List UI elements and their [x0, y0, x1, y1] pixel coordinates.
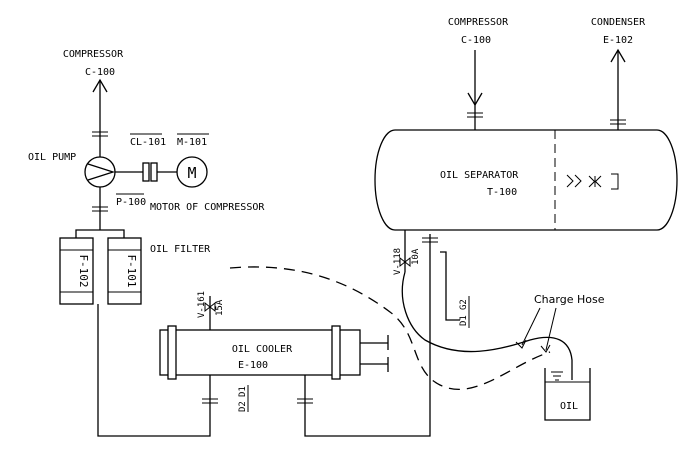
motor-letter: M — [187, 164, 196, 182]
coupling-half — [150, 162, 158, 182]
leader-line — [545, 307, 557, 351]
filter-f102 — [59, 237, 94, 305]
g2-label: G2 — [459, 299, 469, 310]
valve-118-tag: V-118 — [393, 248, 403, 275]
arrow-icon — [515, 339, 527, 349]
oil-pump-label: OIL PUMP — [28, 152, 76, 163]
demister-icon — [566, 174, 582, 188]
valve-161-tag: V-161 — [197, 291, 207, 318]
cooler-tag: E-100 — [238, 360, 268, 371]
oil-container: OIL — [544, 368, 591, 421]
separator-sample-line — [440, 251, 460, 321]
charge-hoses: Charge Hose — [229, 266, 605, 391]
cooler-to-separator-line — [304, 234, 431, 437]
valve-161-size: 15A — [215, 299, 225, 316]
filter-to-cooler-line — [97, 304, 211, 437]
filter-f101 — [107, 237, 142, 305]
coupling-half — [142, 162, 150, 182]
separator-tag: T-100 — [487, 187, 517, 198]
oil-return-piping: D2 D1 — [97, 234, 438, 437]
valve-118-size: 10A — [411, 248, 421, 265]
separator-drain: V-118 10A G2 D1 — [393, 230, 470, 328]
oil-filter-label: OIL FILTER — [150, 244, 211, 255]
filter-manifold — [75, 229, 125, 238]
arrow-icon — [540, 344, 551, 353]
arrow-down-icon — [467, 92, 483, 107]
motor-tag: M-101 — [177, 137, 207, 148]
charge-hose-solid — [401, 271, 573, 380]
arrow-up-icon — [610, 48, 626, 63]
compressor-left-tag: C-100 — [85, 67, 115, 78]
condenser-tag: E-102 — [603, 35, 633, 46]
pump-tag: P-100 — [116, 197, 146, 208]
cooler-flange — [331, 325, 341, 380]
oil-separator-vessel — [374, 129, 678, 231]
oil-container-label: OIL — [560, 401, 578, 412]
oil-cooler-label: OIL COOLER — [232, 344, 293, 355]
motor-desc: MOTOR OF COMPRESSOR — [150, 202, 265, 213]
liquid-level-icon — [551, 371, 563, 381]
arrow-up-icon — [92, 78, 108, 93]
filter-b-tag: F-101 — [125, 254, 138, 287]
oil-container-outline — [544, 368, 591, 421]
pump-symbol — [84, 156, 116, 188]
charge-hose-label: Charge Hose — [534, 293, 605, 306]
demister-icon — [611, 173, 619, 190]
d2-label: D2 — [238, 401, 248, 412]
d1-label: D1 — [459, 315, 469, 326]
leader-line — [521, 307, 541, 346]
d1-label: D1 — [238, 386, 248, 397]
oil-separator: OIL SEPARATOR T-100 — [374, 129, 678, 231]
valve-v118-icon — [399, 256, 411, 268]
compressor-top-name: COMPRESSOR — [448, 17, 509, 28]
valve-v161-icon — [204, 301, 216, 313]
oil-separator-label: OIL SEPARATOR — [440, 170, 519, 181]
coupling-tag: CL-101 — [130, 137, 166, 148]
condenser-name: CONDENSER — [591, 17, 646, 28]
motor-symbol — [176, 156, 208, 188]
oil-cooler: OIL COOLER E-100 V-161 15A — [159, 291, 389, 380]
pump-triangle-icon — [87, 163, 116, 181]
cooler-flange — [167, 325, 177, 380]
compressor-outlet-left: COMPRESSOR C-100 — [63, 49, 124, 157]
oil-cooler-shell — [159, 329, 361, 376]
compressor-left-name: COMPRESSOR — [63, 49, 124, 60]
oil-pump-assembly: OIL PUMP M CL-101 M-101 P-100 MOTOR OF C… — [28, 133, 265, 230]
charge-hose-dashed — [229, 266, 551, 391]
separator-nozzles: COMPRESSOR C-100 CONDENSER E-102 — [448, 17, 646, 130]
oil-filters: F-102 F-101 OIL FILTER — [59, 229, 211, 305]
compressor-top-tag: C-100 — [461, 35, 491, 46]
filter-a-tag: F-102 — [77, 254, 90, 287]
